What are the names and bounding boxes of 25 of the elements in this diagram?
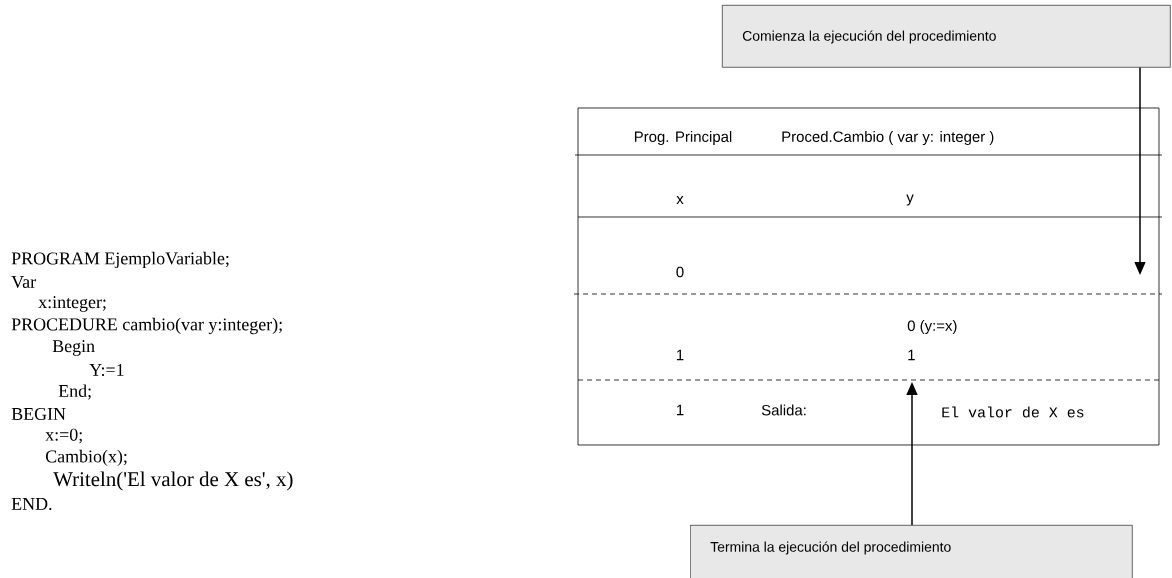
table-value: 0 (y:=x) [907, 320, 957, 334]
code-line: PROCEDURE cambio(var y:integer); [11, 317, 282, 335]
code-line: Y:=1 [89, 363, 124, 377]
column-header: Proced.Cambio ( var y: integer ) [782, 131, 994, 145]
table-value: 1 [677, 349, 684, 361]
code-line: x:=0; [45, 428, 82, 444]
code-line: Cambio(x); [45, 449, 127, 467]
table-value: 1 [677, 404, 684, 416]
table-value: 1 [908, 349, 915, 361]
code-line: END. [11, 498, 52, 510]
code-line: BEGIN [11, 407, 66, 420]
code-line: Var [11, 276, 36, 288]
code-line: End; [58, 384, 91, 400]
variable-name: x [676, 196, 684, 204]
code-line: Begin [52, 340, 95, 356]
callout-box: Comienza la ejecución del procedimiento [722, 5, 1171, 68]
code-line: x:integer; [38, 296, 106, 312]
callout-box: Termina la ejecución del procedimiento [690, 525, 1133, 578]
output-label: Salida: [761, 404, 806, 416]
table-value: 0 [676, 266, 684, 278]
variable-name: y [906, 194, 914, 206]
column-header: Prog. Principal [634, 131, 732, 145]
output-text: El valor de X es [942, 406, 1084, 418]
code-line: PROGRAM EjemploVariable; [11, 251, 229, 269]
code-line: Writeln('El valor de X es', x) [53, 471, 293, 491]
